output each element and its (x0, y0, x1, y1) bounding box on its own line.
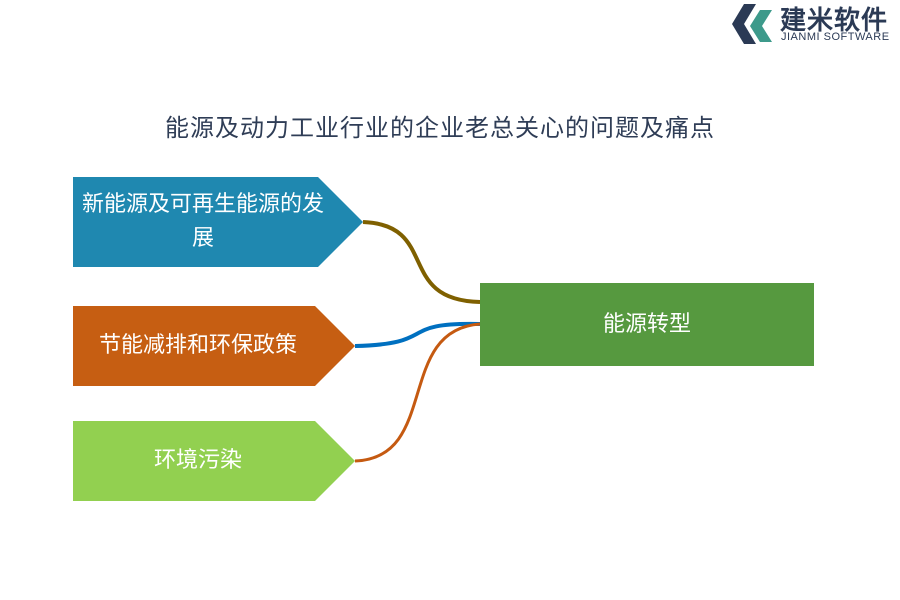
connector-pollution (354, 322, 481, 463)
logo-mark-icon (732, 4, 772, 44)
node-new-energy-text: 新能源及可再生能源的发展 (81, 192, 324, 251)
logo-name-cn: 建米软件 (780, 6, 889, 36)
target-node-text: 能源转型 (602, 311, 691, 337)
target-node-shape (480, 283, 814, 366)
connector-new-energy (362, 220, 481, 304)
page-title: 能源及动力工业行业的企业老总关心的问题及痛点 (165, 114, 715, 142)
target-node-label: 能源转型 (480, 283, 814, 366)
node-new-energy-shape (73, 177, 363, 267)
node-new-energy-label: 新能源及可再生能源的发展 (78, 177, 328, 267)
brand-logo: 建米软件 JIANMI SOFTWARE (726, 0, 900, 48)
node-pollution-label: 环境污染 (78, 421, 318, 501)
node-pollution-shape (73, 421, 355, 501)
node-policy-text: 节能减排和环保政策 (98, 333, 297, 358)
connector-policy (354, 321, 481, 348)
node-pollution-text: 环境污染 (153, 448, 242, 473)
node-policy-label: 节能减排和环保政策 (78, 306, 318, 386)
node-policy-shape (73, 306, 355, 386)
logo-name-en: JIANMI SOFTWARE (781, 31, 890, 43)
